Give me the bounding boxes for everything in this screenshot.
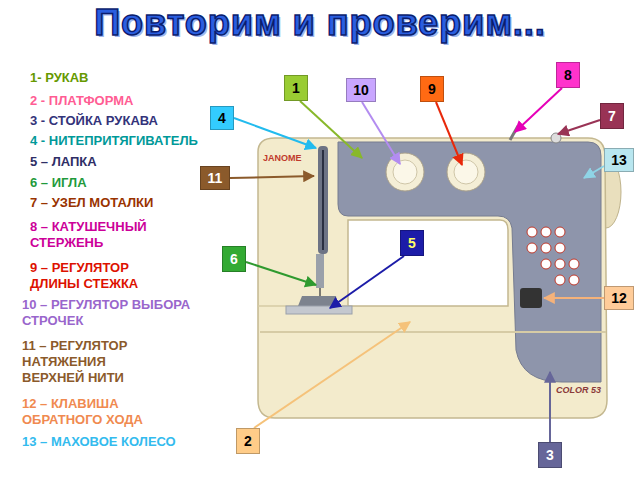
callout-number: 8: [564, 67, 572, 83]
pattern-dial: [393, 160, 417, 184]
gray-panel: [338, 142, 601, 382]
callout-number: 3: [546, 447, 554, 463]
callout-number: 9: [428, 81, 436, 97]
callout-box: 4: [210, 106, 234, 130]
part-name: 10 – РЕГУЛЯТОР ВЫБОРА СТРОЧЕК: [22, 297, 192, 329]
callout-number: 11: [208, 170, 223, 186]
part-name: 9 – РЕГУЛЯТОР ДЛИНЫ СТЕЖКА: [30, 260, 180, 292]
part-name: 4 - НИТЕПРИТЯГИВАТЕЛЬ: [30, 133, 198, 149]
part-name: 3 - СТОЙКА РУКАВА: [30, 113, 158, 129]
reverse-lever: [520, 288, 542, 308]
pattern-dial: [386, 153, 424, 191]
pattern-buttons: [527, 227, 579, 285]
slide-title: Повторим и проверим...: [0, 2, 640, 44]
part-name: 1- РУКАВ: [30, 70, 88, 86]
callout-box: 10: [346, 78, 376, 102]
callout-number: 13: [611, 152, 627, 168]
callout-box: 5: [400, 230, 424, 256]
callout-number: 4: [218, 110, 226, 126]
callout-number: 7: [608, 108, 616, 124]
needle-plate: [286, 306, 352, 314]
length-dial: [447, 153, 485, 191]
presser-foot: [298, 296, 338, 306]
part-name: 12 – КЛАВИША ОБРАТНОГО ХОДА: [22, 396, 172, 428]
spool-pin: [510, 126, 518, 140]
part-name: 6 – ИГЛА: [30, 175, 87, 191]
needle-bar: [316, 254, 324, 288]
callout-box: 3: [538, 442, 562, 468]
callout-box: 2: [236, 428, 260, 454]
callout-box: 12: [604, 286, 634, 310]
callout-box: 11: [200, 166, 230, 190]
part-name: 2 - ПЛАТФОРМА: [30, 93, 133, 109]
callout-number: 12: [611, 290, 627, 306]
take-up-slot: [318, 146, 328, 254]
callout-box: 8: [556, 62, 580, 88]
callout-box: 13: [604, 148, 634, 172]
machine-body: [258, 138, 607, 418]
callout-number: 5: [408, 235, 416, 251]
callout-number: 1: [292, 80, 300, 96]
length-dial: [454, 160, 478, 184]
callout-box: 1: [284, 75, 308, 101]
brand-mark: JANOME: [263, 152, 302, 164]
take-up-lever: [322, 150, 324, 250]
part-name: 11 – РЕГУЛЯТОР НАТЯЖЕНИЯ ВЕРХНЕЙ НИТИ: [22, 338, 157, 386]
part-name: 13 – МАХОВОЕ КОЛЕСО: [22, 434, 176, 450]
part-name: 8 – КАТУШЕЧНЫЙ СТЕРЖЕНЬ: [30, 219, 180, 251]
leader-lines: [230, 88, 604, 442]
part-name: 7 – УЗЕЛ МОТАЛКИ: [30, 195, 153, 211]
callout-number: 2: [244, 433, 252, 449]
callout-box: 6: [222, 246, 246, 272]
callout-box: 9: [420, 76, 444, 102]
callout-box: 7: [600, 103, 624, 129]
callout-number: 6: [230, 251, 238, 267]
base-edge: [260, 331, 606, 333]
part-name: 5 – ЛАПКА: [30, 154, 97, 170]
brand-mark: COLOR 53: [556, 384, 601, 396]
arm-opening: [348, 220, 508, 306]
callout-number: 10: [353, 82, 369, 98]
